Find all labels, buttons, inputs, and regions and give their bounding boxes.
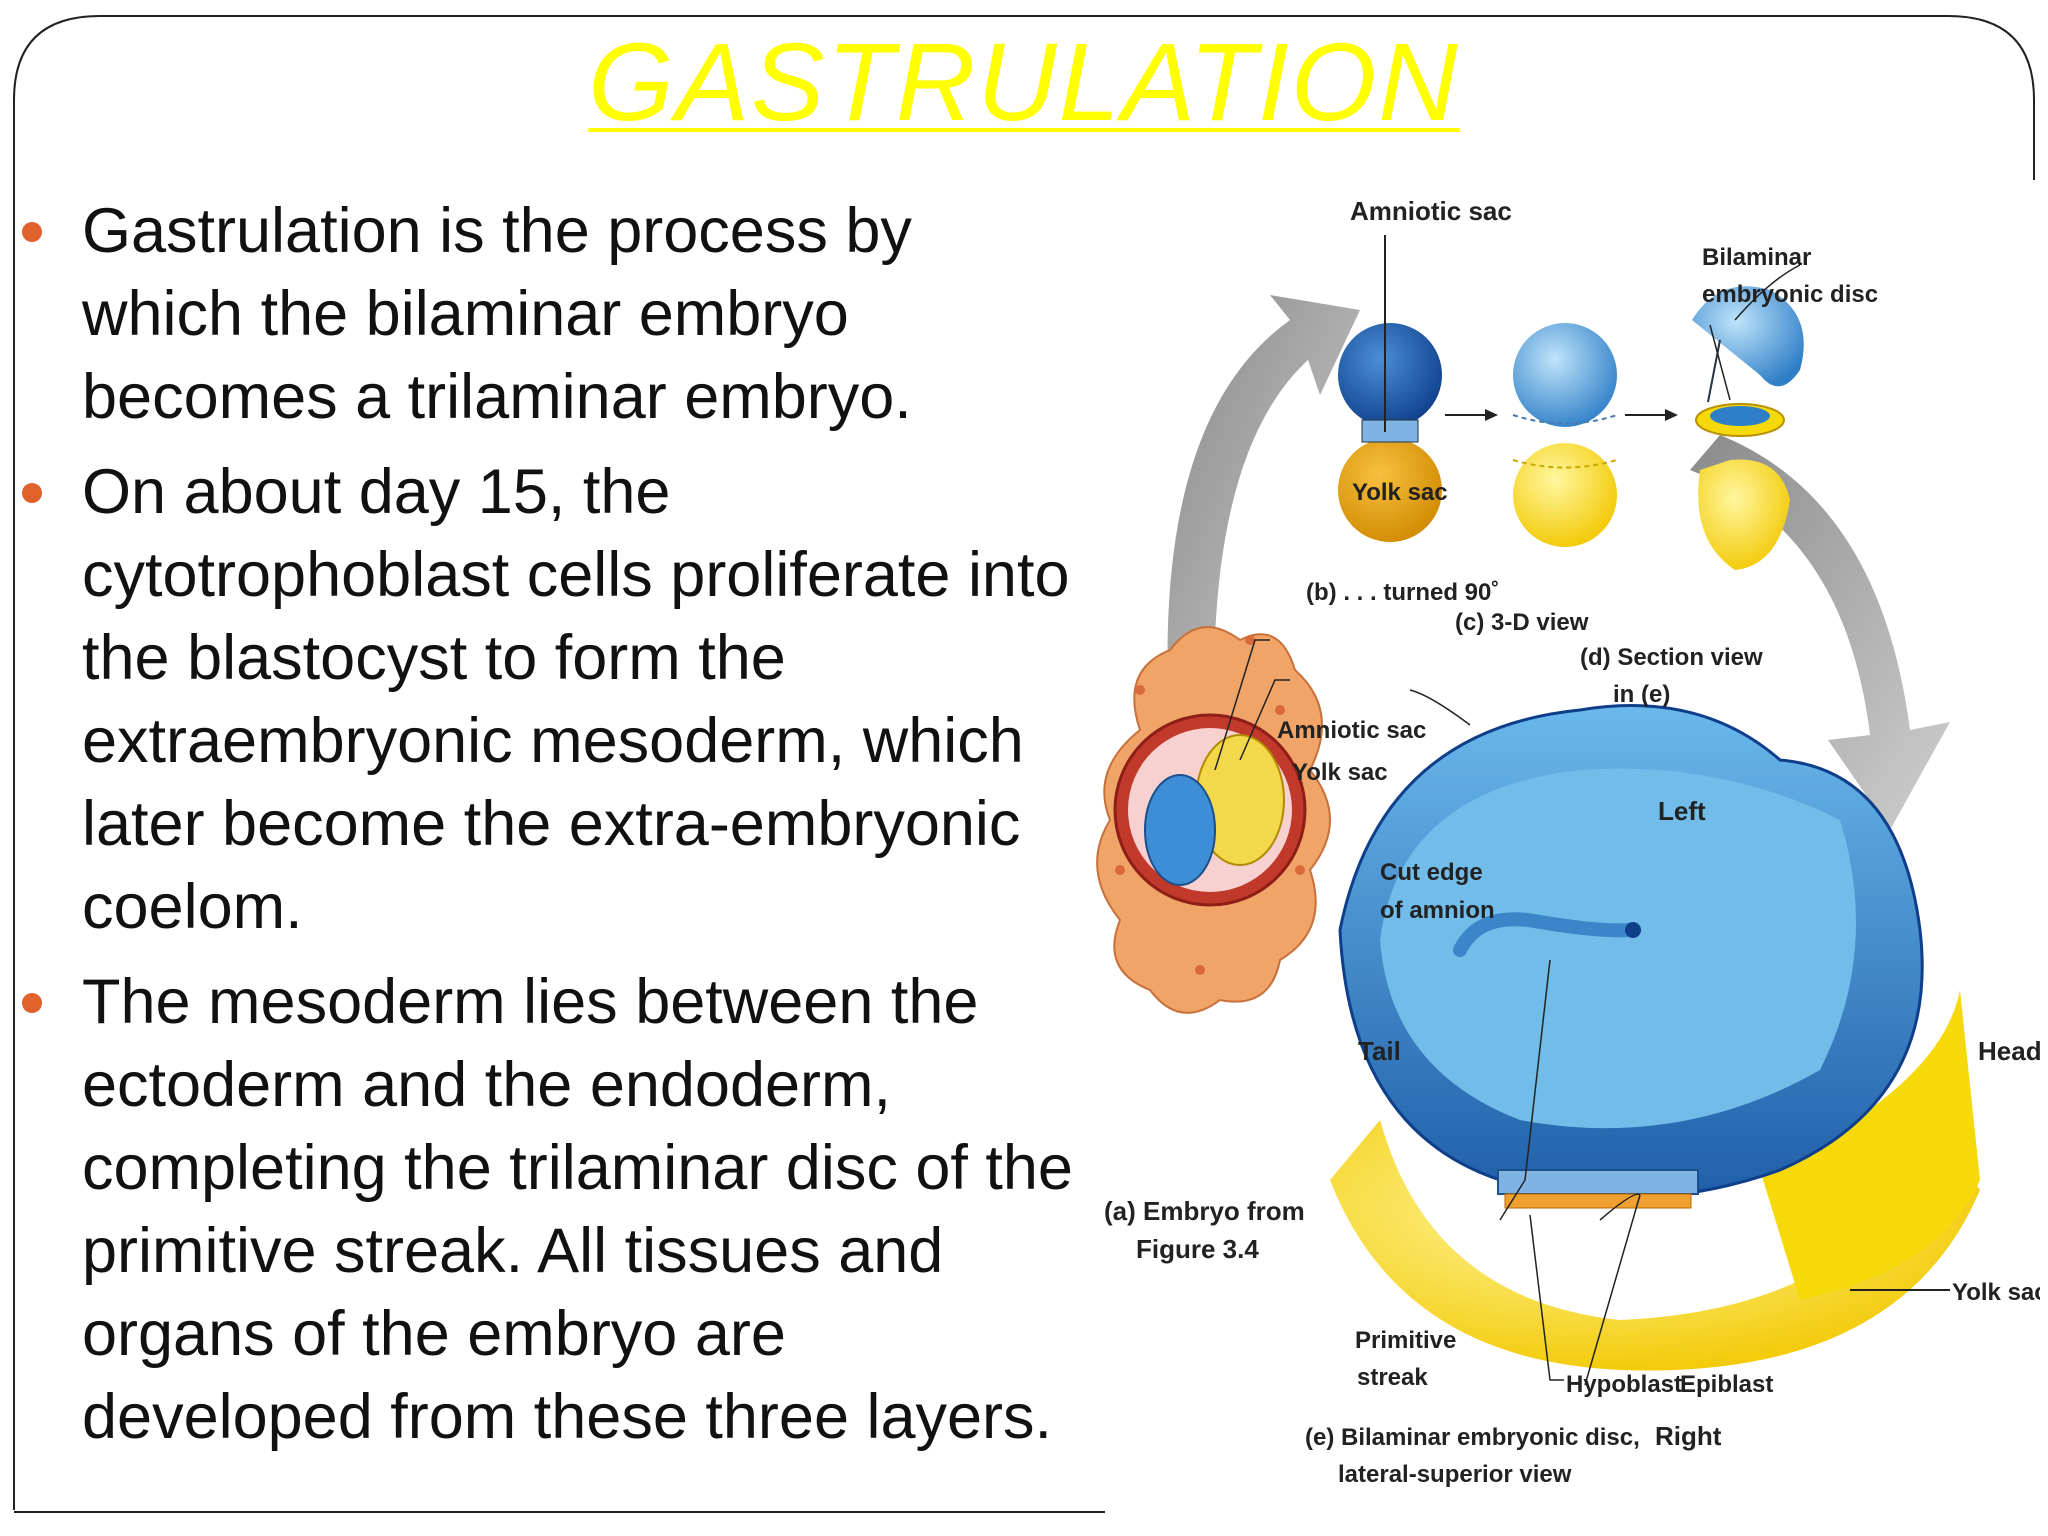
label-amniotic-sac-top: Amniotic sac (1350, 196, 1512, 226)
bullet-dot-icon (22, 993, 42, 1013)
label-primitive-streak: streak (1357, 1364, 1428, 1391)
label-cut-edge: Cut edge (1380, 859, 1483, 886)
caption-e: lateral-superior view (1338, 1461, 1572, 1488)
label-yolk-sac-ball: Yolk sac (1352, 479, 1448, 506)
caption-d: in (e) (1613, 681, 1670, 708)
embryo-diagram: Amniotic sac Bilaminar embryonic disc Yo… (1096, 196, 2040, 1488)
bullet-text: On about day 15, the cytotrophoblast cel… (82, 457, 1070, 942)
caption-e: (e) Bilaminar embryonic disc, (1305, 1424, 1640, 1451)
label-cut-edge: of amnion (1380, 897, 1495, 924)
caption-a: Figure 3.4 (1136, 1234, 1259, 1264)
curved-arrow-right (1690, 435, 1950, 830)
label-hypoblast: Hypoblast (1566, 1371, 1682, 1398)
caption-b: (b) . . . turned 90˚ (1306, 579, 1499, 606)
label-head: Head (1978, 1036, 2040, 1066)
label-amniotic-sac-mid: Amniotic sac (1277, 717, 1426, 744)
bullet-text: The mesoderm lies between the ectoderm a… (82, 967, 1073, 1452)
bullet-list: Gastrulation is the process by which the… (18, 190, 1078, 1459)
bullet-item: On about day 15, the cytotrophoblast cel… (18, 451, 1078, 949)
label-yolk-sac-right: Yolk sac (1952, 1279, 2040, 1306)
stage-b-sphere (1338, 323, 1442, 542)
label-primitive-streak: Primitive (1355, 1327, 1456, 1354)
bullet-text: Gastrulation is the process by which the… (82, 196, 912, 432)
bullet-item: Gastrulation is the process by which the… (18, 190, 1078, 439)
label-tail: Tail (1358, 1036, 1401, 1066)
bullet-dot-icon (22, 222, 42, 242)
stage-a-embryo (1096, 626, 1331, 1014)
slide-title: GASTRULATION (588, 21, 1460, 144)
curved-arrow-left (1167, 295, 1360, 730)
caption-a: (a) Embryo from (1104, 1196, 1305, 1226)
stage-e-disc (1330, 704, 1980, 1371)
label-bilaminar-disc: Bilaminar (1702, 244, 1811, 271)
caption-c: (c) 3-D view (1455, 609, 1589, 636)
label-epiblast: Epiblast (1680, 1371, 1773, 1398)
bullet-item: The mesoderm lies between the ectoderm a… (18, 961, 1078, 1459)
stage-c-sphere (1512, 323, 1618, 547)
label-yolk-sac-mid: Yolk sac (1292, 759, 1388, 786)
label-right: Right (1655, 1421, 1722, 1451)
stage-d-sphere (1692, 286, 1804, 570)
label-bilaminar-disc: embryonic disc (1702, 281, 1878, 308)
bullet-dot-icon (22, 483, 42, 503)
caption-d: (d) Section view (1580, 644, 1763, 671)
label-left: Left (1658, 796, 1706, 826)
